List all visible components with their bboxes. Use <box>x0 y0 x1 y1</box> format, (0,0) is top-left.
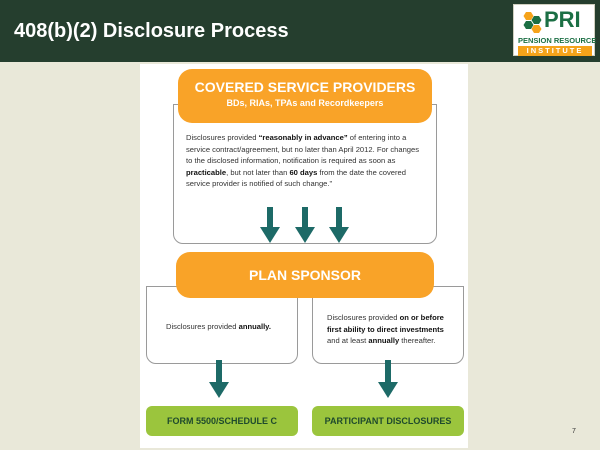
form-5500-box: FORM 5500/SCHEDULE C <box>146 406 298 436</box>
plan-sponsor-title: PLAN SPONSOR <box>248 267 361 283</box>
covered-providers-box: COVERED SERVICE PROVIDERS BDs, RIAs, TPA… <box>178 69 432 123</box>
pri-logo: PRI PENSION RESOURCE INSTITUTE <box>513 4 597 56</box>
participant-disclosures-label: PARTICIPANT DISCLOSURES <box>324 416 452 426</box>
plan-sponsor-box: PLAN SPONSOR <box>176 252 434 298</box>
covered-providers-text: Disclosures provided “reasonably in adva… <box>186 133 420 188</box>
covered-providers-subtitle: BDs, RIAs, TPAs and Recordkeepers <box>226 98 384 108</box>
logo-line-2: INSTITUTE <box>518 46 592 56</box>
annual-disclosure-box <box>146 286 298 364</box>
annual-disclosure-text: Disclosures provided annually. <box>166 322 271 331</box>
page-number: 7 <box>572 428 576 435</box>
arrow-down-icon <box>209 360 229 398</box>
diagram-panel: COVERED SERVICE PROVIDERS BDs, RIAs, TPA… <box>140 64 468 448</box>
arrow-down-icon <box>329 207 349 243</box>
honeycomb-logo-icon <box>523 12 542 33</box>
covered-providers-title: COVERED SERVICE PROVIDERS <box>194 79 416 95</box>
participant-timing-text: Disclosures provided on or before first … <box>327 313 444 345</box>
slide-header: 408(b)(2) Disclosure Process PRI PENSION… <box>0 0 600 62</box>
form-5500-label: FORM 5500/SCHEDULE C <box>166 416 278 426</box>
participant-disclosures-box: PARTICIPANT DISCLOSURES <box>312 406 464 436</box>
arrow-down-icon <box>378 360 398 398</box>
arrow-down-icon <box>260 207 280 243</box>
slide-title: 408(b)(2) Disclosure Process <box>14 20 289 42</box>
logo-wordmark: PRI <box>544 7 581 32</box>
logo-line-1: PENSION RESOURCE <box>518 36 597 45</box>
arrow-down-icon <box>295 207 315 243</box>
